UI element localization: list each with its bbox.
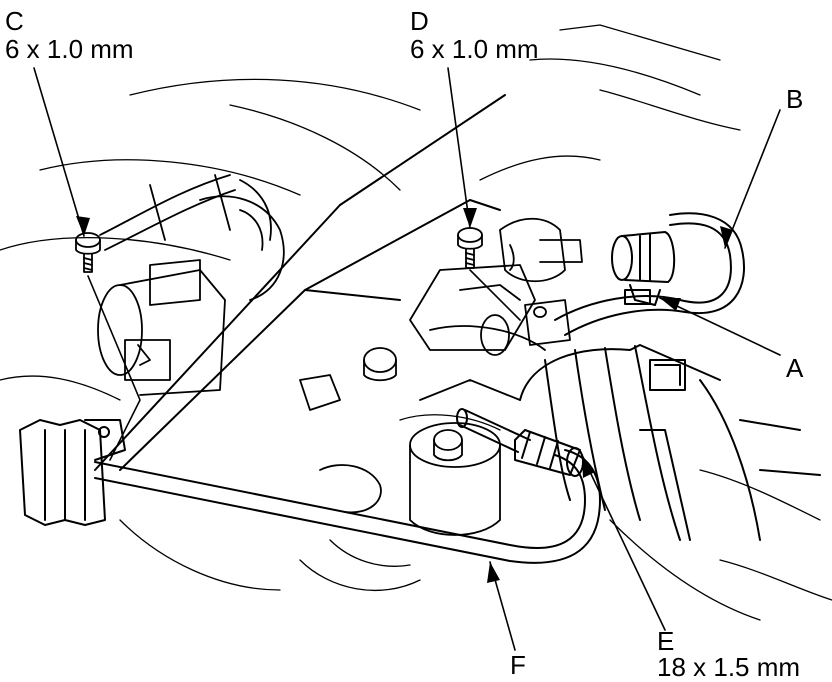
callout-a-letter: A bbox=[786, 353, 804, 383]
callout-e-spec: 18 x 1.5 mm bbox=[657, 652, 801, 682]
arrowheads bbox=[76, 208, 733, 583]
steering-boot bbox=[519, 344, 821, 541]
callout-c-letter: C bbox=[5, 6, 24, 36]
engine-background-lines bbox=[0, 24, 832, 621]
callout-b-letter: B bbox=[786, 84, 804, 114]
callout-d-letter: D bbox=[410, 6, 429, 36]
hose-b bbox=[554, 212, 746, 336]
callout-f-letter: F bbox=[510, 650, 526, 680]
vsa-unit bbox=[409, 217, 583, 356]
fitting-e bbox=[456, 408, 584, 477]
callout-d-spec: 6 x 1.0 mm bbox=[410, 34, 539, 64]
left-bushing bbox=[19, 419, 126, 526]
callout-e-letter: E bbox=[657, 626, 675, 656]
bolt-d bbox=[457, 227, 483, 269]
throttle-body bbox=[97, 195, 285, 396]
bolt-c bbox=[75, 232, 101, 273]
pipe-f bbox=[94, 449, 601, 564]
leader-lines bbox=[33, 67, 781, 651]
diagonal-brace bbox=[94, 94, 506, 471]
upper-hose bbox=[99, 174, 272, 251]
callout-c-spec: 6 x 1.0 mm bbox=[5, 34, 134, 64]
